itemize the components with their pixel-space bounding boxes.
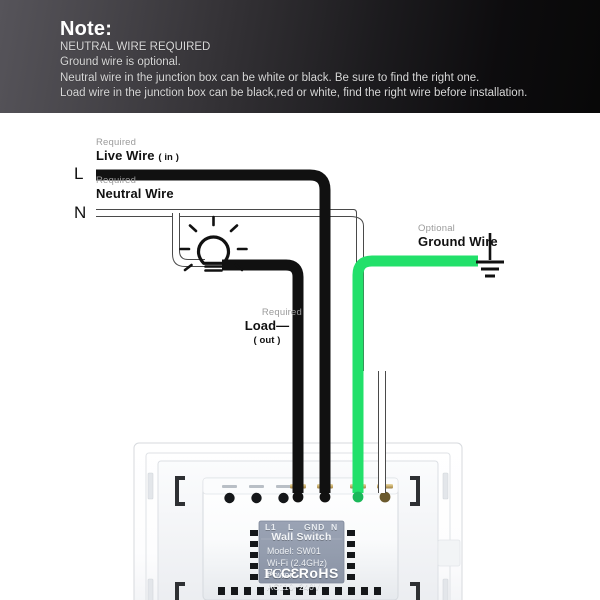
unused-terminal-holes bbox=[222, 485, 291, 504]
ground-wire-requirement: Optional bbox=[418, 223, 455, 234]
note-line: Ground wire is optional. bbox=[60, 56, 181, 69]
plate-spec-model: Model: SW01 bbox=[267, 546, 321, 556]
ground-wire bbox=[352, 255, 478, 493]
module-bottom-vents bbox=[218, 587, 381, 595]
terminal-label-gnd: GND bbox=[304, 522, 325, 532]
note-title: Note: bbox=[60, 18, 113, 40]
live-terminal-letter: L bbox=[74, 164, 84, 183]
plate-title: Wall Switch bbox=[271, 531, 332, 543]
note-banner: Note: NEUTRAL WIRE REQUIRED Ground wire … bbox=[0, 0, 600, 113]
diagram-area: Required Live Wire ( in ) L Required Neu… bbox=[0, 113, 600, 600]
neutral-wire bbox=[96, 209, 364, 371]
note-line: Load wire in the junction box can be bla… bbox=[60, 87, 528, 100]
neutral-wire-requirement: Required bbox=[96, 175, 137, 186]
note-text-block: NEUTRAL WIRE REQUIRED Ground wire is opt… bbox=[60, 40, 580, 102]
neutral-wire-name: Neutral Wire bbox=[96, 186, 174, 201]
note-line: Neutral wire in the junction box can be … bbox=[60, 71, 480, 84]
terminal-label-l1: L1 bbox=[265, 522, 277, 532]
ground-wire-name: Ground Wire bbox=[418, 234, 498, 249]
live-wire-name: Live Wire ( in ) bbox=[96, 148, 179, 163]
plate-spec-power: Power: AC110~240V bbox=[267, 570, 320, 593]
neutral-terminal-letter: N bbox=[74, 203, 87, 222]
ce-mark: CƐ bbox=[280, 565, 299, 581]
load-wire-name: Load— bbox=[244, 318, 290, 333]
neutral-wire-lower bbox=[378, 371, 386, 493]
neutral-wire-label: Required Neutral Wire bbox=[96, 175, 174, 201]
rohs-mark: RoHS bbox=[298, 565, 339, 581]
load-wire-label: Required Load— ( out ) bbox=[228, 307, 306, 348]
note-line: NEUTRAL WIRE REQUIRED bbox=[60, 41, 211, 53]
light-bulb-icon bbox=[179, 215, 248, 272]
live-wire-requirement: Required bbox=[96, 137, 137, 148]
module-side-vents bbox=[250, 530, 355, 580]
live-wire-label: Required Live Wire ( in ) bbox=[96, 137, 179, 165]
plate-side-detail bbox=[437, 539, 461, 567]
live-wire bbox=[96, 169, 331, 493]
mounting-bracket-tabs bbox=[175, 476, 420, 600]
wiring-illustration bbox=[96, 169, 504, 600]
wire-terminal-tips bbox=[292, 491, 391, 503]
earth-ground-icon bbox=[476, 233, 504, 278]
plate-spec-wifi: Wi-Fi (2.4GHz) bbox=[267, 558, 328, 568]
load-wire-requirement: Required bbox=[261, 307, 302, 318]
product-label-content: Wall Switch Model: SW01 Wi-Fi (2.4GHz) P… bbox=[259, 521, 344, 592]
load-wire-suffix: ( out ) bbox=[253, 335, 281, 346]
product-label-plate bbox=[258, 520, 345, 584]
fcc-mark: FC bbox=[264, 567, 282, 582]
ground-wire-label: Optional Ground Wire bbox=[418, 223, 498, 249]
load-wire bbox=[222, 259, 304, 493]
terminal-label-l: L bbox=[288, 522, 294, 532]
plate-screw-slots bbox=[147, 472, 449, 600]
terminal-label-n: N bbox=[331, 522, 338, 532]
certification-marks: FCCƐRoHS bbox=[259, 565, 344, 583]
